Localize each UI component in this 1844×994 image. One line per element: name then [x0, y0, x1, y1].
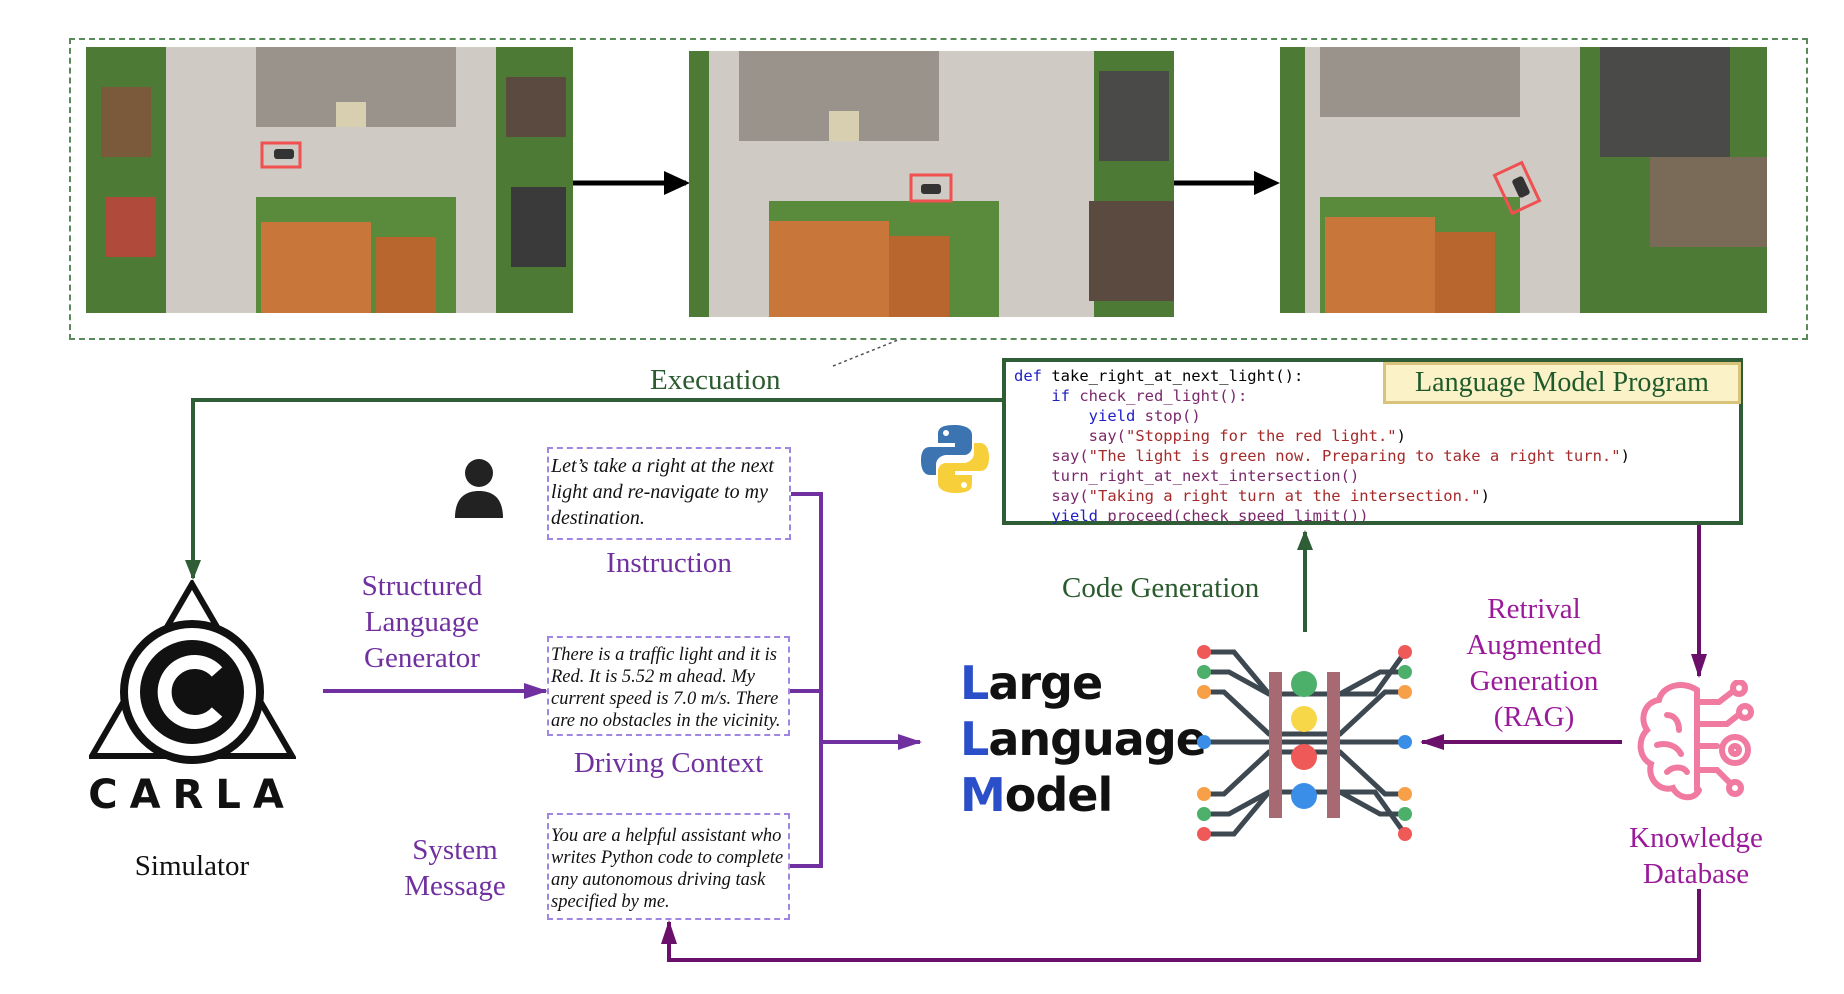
llm-cap: L: [960, 712, 989, 766]
vehicle-highlight-box: [260, 141, 302, 169]
structured-language-generator-label: Structured Language Generator: [322, 568, 522, 676]
execution-arrow: [185, 398, 1002, 580]
slg-line: Language: [364, 606, 480, 638]
python-logo-icon: [921, 425, 989, 493]
llm-word: arge: [988, 656, 1103, 710]
llm-word: anguage: [988, 712, 1207, 766]
instruction-label: Instruction: [606, 547, 732, 579]
rag-line: (RAG): [1493, 701, 1575, 733]
brain-circuit-icon: [1637, 680, 1754, 801]
dotted-link: [832, 339, 899, 367]
llm-cap: L: [960, 656, 989, 710]
rag-line: Retrival: [1487, 593, 1581, 625]
knowledge-database-label: Knowledge Database: [1596, 820, 1796, 892]
carla-logo-icon: CARLA: [89, 580, 296, 816]
driving-context-prompt-box: There is a traffic light and it is Red. …: [547, 636, 790, 736]
system-message-line: Message: [404, 870, 506, 902]
sim-frame-2: [689, 51, 1174, 317]
simulator-label: Simulator: [134, 850, 250, 882]
rag-line: Generation: [1469, 665, 1599, 697]
slg-line: Generator: [364, 642, 480, 674]
vehicle-highlight-box: [1492, 160, 1542, 216]
execution-label: Execuation: [650, 364, 781, 396]
system-message-prompt-box: You are a helpful assistant who writes P…: [547, 813, 790, 920]
sim-frame-3: [1280, 47, 1767, 313]
llm-word: odel: [1004, 768, 1113, 822]
sim-frame-1: [86, 47, 573, 313]
prompt-bracket: [790, 492, 823, 868]
vehicle-highlight-box: [909, 173, 953, 203]
kd-line: Knowledge: [1629, 822, 1763, 854]
neural-network-icon: [1197, 645, 1412, 841]
system-message-line: System: [412, 834, 498, 866]
rag-label: Retrival Augmented Generation (RAG): [1434, 591, 1634, 735]
llm-label: Large Language Model: [960, 655, 1207, 823]
instruction-prompt-box: Let’s take a right at the next light and…: [547, 447, 791, 540]
carla-logo-text: CARLA: [89, 772, 296, 816]
slg-line: Structured: [361, 570, 483, 602]
knowledge-to-system-arrow: [661, 889, 1701, 962]
person-icon: [455, 459, 503, 518]
llm-cap: M: [960, 768, 1006, 822]
rag-line: Augmented: [1466, 629, 1602, 661]
program-title: Language Model Program: [1383, 362, 1741, 404]
code-generation-label: Code Generation: [1062, 572, 1260, 604]
system-message-label: System Message: [380, 832, 530, 904]
kd-line: Database: [1642, 858, 1750, 890]
driving-context-label: Driving Context: [573, 747, 764, 779]
simulation-frames-panel: [69, 38, 1808, 340]
